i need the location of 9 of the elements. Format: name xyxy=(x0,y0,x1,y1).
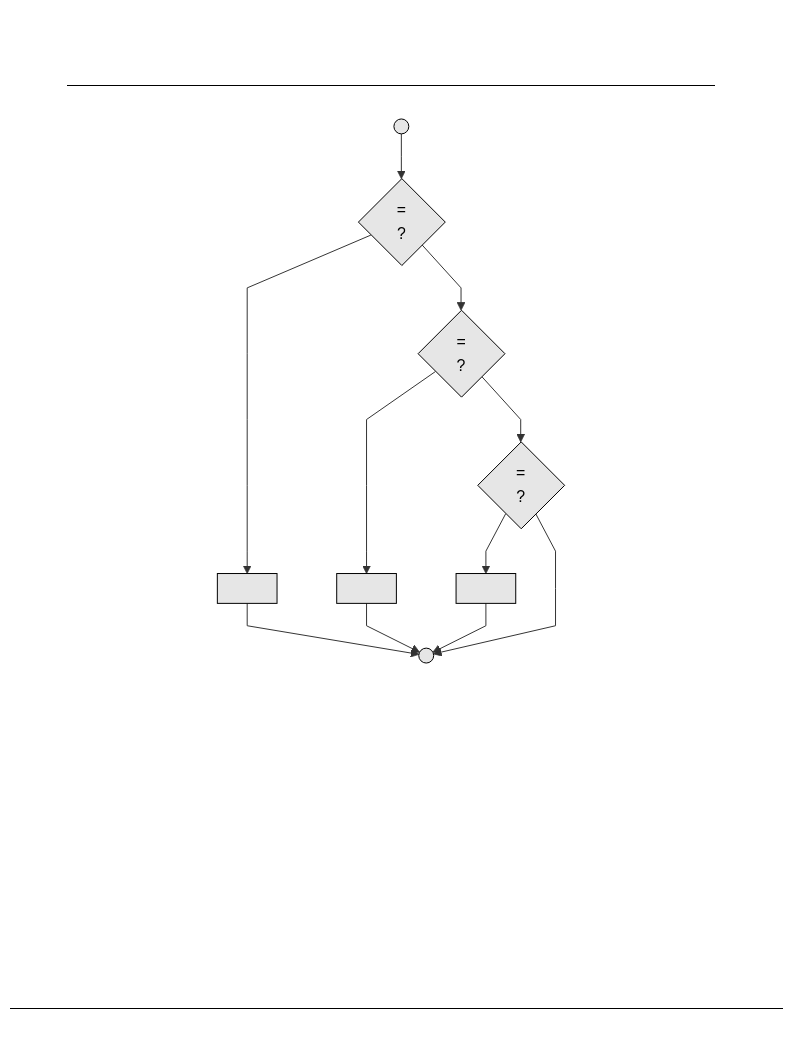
node-diamond: = ? xyxy=(417,309,506,398)
node-circle xyxy=(418,647,435,664)
node-box xyxy=(216,573,278,604)
node-box xyxy=(455,573,517,604)
arrow xyxy=(362,371,436,574)
node-box xyxy=(336,573,397,604)
node-diamond: = ? xyxy=(477,441,566,530)
node-circle xyxy=(393,118,410,135)
node-diamond: = ? xyxy=(357,178,446,266)
